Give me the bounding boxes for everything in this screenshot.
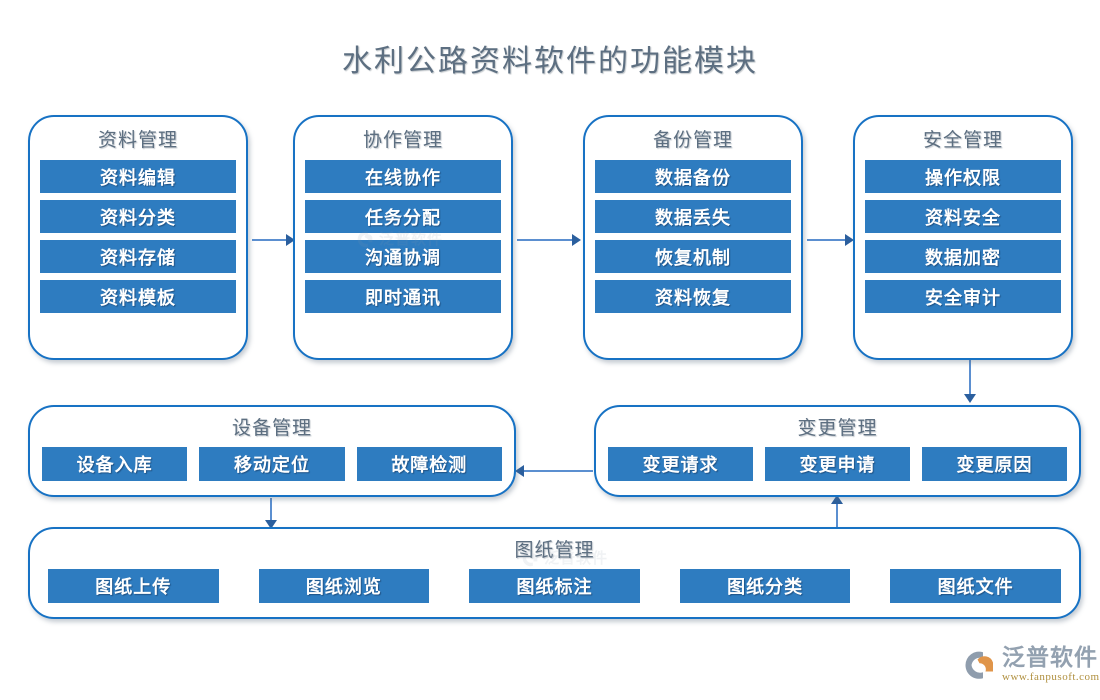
chip-item[interactable]: 资料安全 [865,200,1061,233]
chip-item[interactable]: 图纸标注 [469,569,640,603]
arrowhead-shebei-to-tuzhi [265,520,277,529]
group-box-xiezuo-guanli[interactable]: 协作管理 在线协作 任务分配 沟通协调 即时通讯 [293,115,513,360]
chip-list-biangeng: 变更请求 变更申请 变更原因 [596,447,1079,481]
chip-item[interactable]: 恢复机制 [595,240,791,273]
group-title-anquan-guanli: 安全管理 [922,130,1003,151]
chip-list-ziliao: 资料编辑 资料分类 资料存储 资料模板 [30,160,246,313]
logo-website-url: www.fanpusoft.com [1002,671,1100,683]
arrowhead-anquan-to-biangeng [964,394,976,403]
connector-xiezuo-to-beifen [517,239,573,241]
chip-item[interactable]: 设备入库 [42,447,188,481]
group-title-shebei-guanli: 设备管理 [231,418,312,439]
arrowhead-xiezuo-to-beifen [572,234,581,246]
group-title-ziliao-guanli: 资料管理 [97,130,178,151]
chip-item[interactable]: 沟通协调 [305,240,501,273]
group-title-beifen-guanli: 备份管理 [652,130,733,151]
chip-list-shebei: 设备入库 移动定位 故障检测 [30,447,514,481]
chip-list-anquan: 操作权限 资料安全 数据加密 安全审计 [855,160,1071,313]
group-title-tuzhi-guanli: 图纸管理 [514,540,595,561]
chip-item[interactable]: 移动定位 [199,447,345,481]
chip-item[interactable]: 数据备份 [595,160,791,193]
arrowhead-tuzhi-to-biangeng [831,495,843,504]
chip-item[interactable]: 图纸文件 [890,569,1061,603]
chip-item[interactable]: 资料分类 [40,200,236,233]
group-box-anquan-guanli[interactable]: 安全管理 操作权限 资料安全 数据加密 安全审计 [853,115,1073,360]
chip-item[interactable]: 数据加密 [865,240,1061,273]
chip-list-tuzhi: 图纸上传 图纸浏览 图纸标注 图纸分类 图纸文件 [30,569,1079,603]
chip-item[interactable]: 在线协作 [305,160,501,193]
chip-item[interactable]: 图纸分类 [679,569,851,603]
chip-item[interactable]: 即时通讯 [305,280,501,313]
connector-shebei-to-tuzhi [270,498,272,524]
chip-item[interactable]: 变更请求 [608,447,753,481]
chip-list-beifen: 数据备份 数据丢失 恢复机制 资料恢复 [585,160,801,313]
arrowhead-ziliao-to-xiezuo [286,234,295,246]
chip-item[interactable]: 变更申请 [765,447,910,481]
logo-company-name: 泛普软件 [1002,645,1098,670]
chip-item[interactable]: 图纸上传 [48,569,219,603]
chip-item[interactable]: 资料恢复 [595,280,791,313]
chip-item[interactable]: 资料模板 [40,280,236,313]
logo-text-block: 泛普软件 www.fanpusoft.com [1002,646,1100,683]
group-title-biangeng-guanli: 变更管理 [797,418,878,439]
group-box-beifen-guanli[interactable]: 备份管理 数据备份 数据丢失 恢复机制 资料恢复 [583,115,803,360]
chip-item[interactable]: 变更原因 [922,447,1067,481]
chip-item[interactable]: 安全审计 [865,280,1061,313]
arrowhead-beifen-to-anquan [845,234,854,246]
page-title: 水利公路资料软件的功能模块 [342,45,758,78]
fanpu-logo-icon [965,651,993,679]
connector-beifen-to-anquan [807,239,847,241]
chip-list-xiezuo: 在线协作 任务分配 沟通协调 即时通讯 [295,160,511,313]
chip-item[interactable]: 图纸浏览 [258,569,430,603]
brand-logo: 泛普软件 www.fanpusoft.com [962,646,1100,683]
chip-item[interactable]: 任务分配 [305,200,501,233]
arrowhead-biangeng-to-shebei [515,465,524,477]
connector-ziliao-to-xiezuo [252,239,288,241]
group-box-shebei-guanli[interactable]: 设备管理 设备入库 移动定位 故障检测 [28,405,516,497]
group-box-ziliao-guanli[interactable]: 资料管理 资料编辑 资料分类 资料存储 资料模板 [28,115,248,360]
group-box-tuzhi-guanli[interactable]: 图纸管理 图纸上传 图纸浏览 图纸标注 图纸分类 图纸文件 [28,527,1081,619]
connector-anquan-to-biangeng [969,360,971,398]
connector-tuzhi-to-biangeng [836,500,838,527]
chip-item[interactable]: 资料存储 [40,240,236,273]
chip-item[interactable]: 资料编辑 [40,160,236,193]
chip-item[interactable]: 操作权限 [865,160,1061,193]
group-box-biangeng-guanli[interactable]: 变更管理 变更请求 变更申请 变更原因 [594,405,1081,497]
chip-item[interactable]: 数据丢失 [595,200,791,233]
chip-item[interactable]: 故障检测 [356,447,502,481]
connector-biangeng-to-shebei [521,470,593,472]
group-title-xiezuo-guanli: 协作管理 [362,130,443,151]
